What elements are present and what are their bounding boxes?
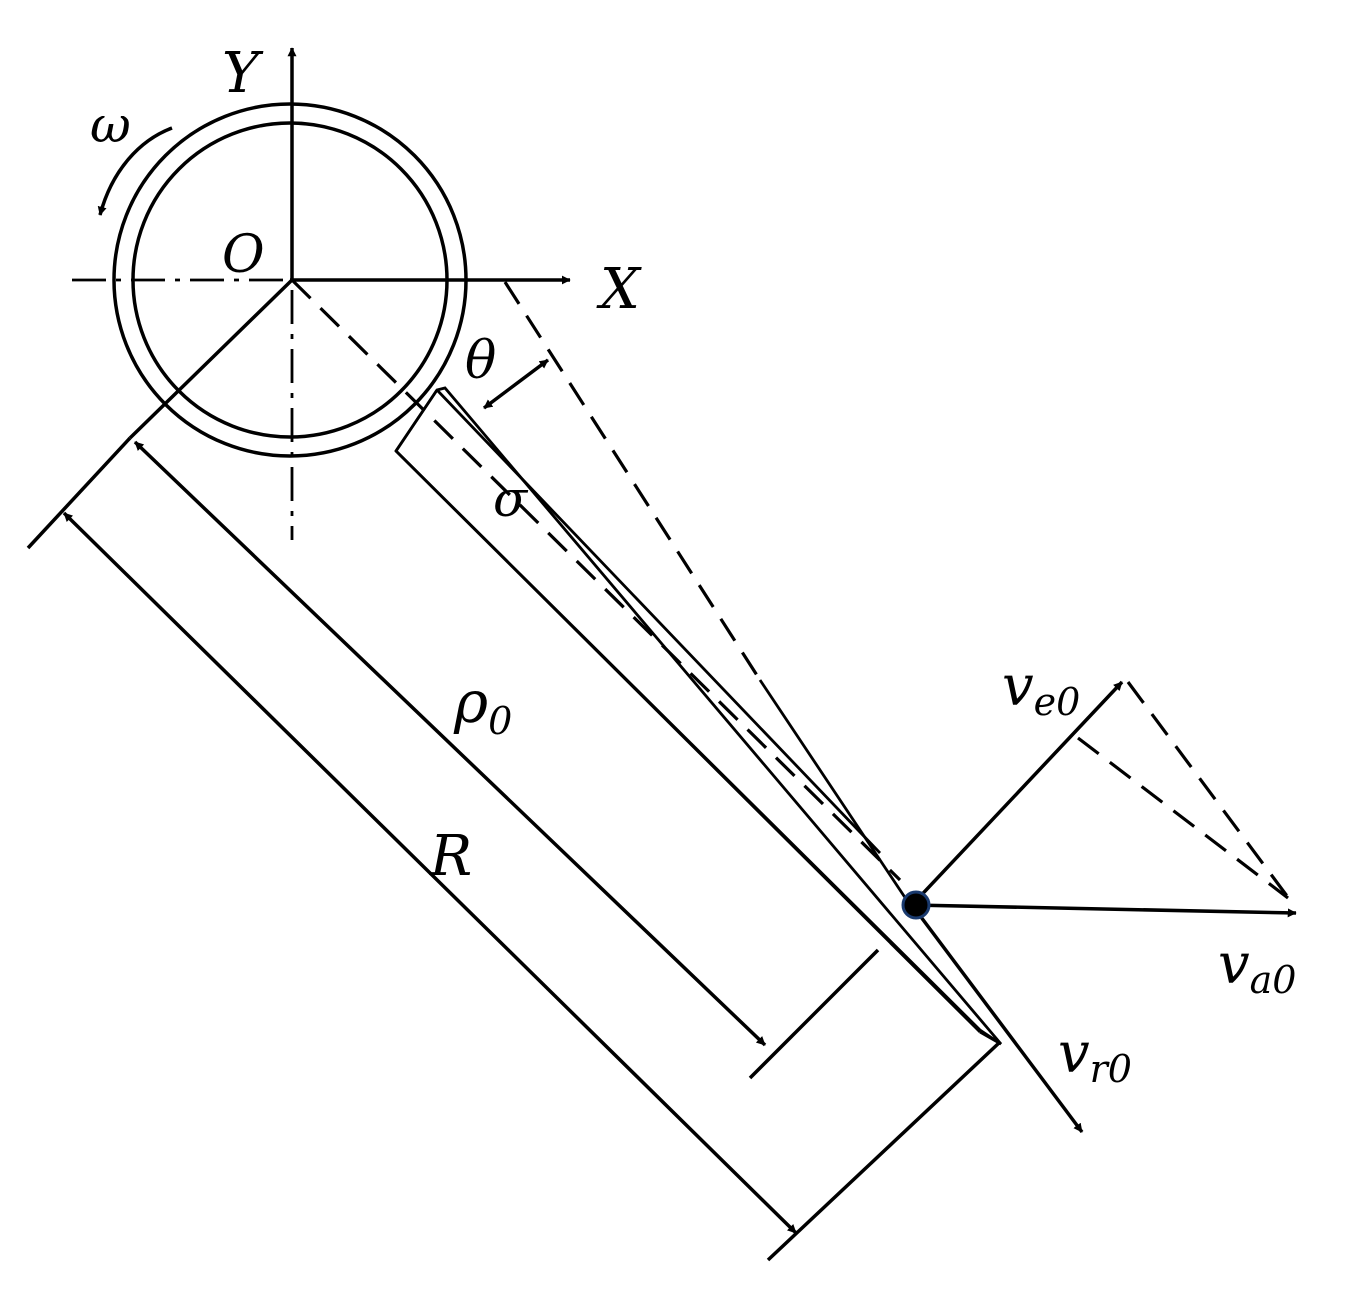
sigma-label: σ [493, 470, 529, 528]
tube-side-upper [435, 389, 882, 854]
offset-reference-dashed [503, 281, 762, 681]
arm-line-rho-start [128, 278, 294, 440]
ve0-vector [910, 680, 1124, 907]
parallelogram-dashed-2 [1077, 736, 1289, 900]
ve0-label: ve0 [1002, 654, 1080, 724]
y-axis-label: Y [222, 41, 264, 106]
r-extension-line [766, 1040, 1002, 1262]
tube-axis-dashed [290, 278, 902, 882]
origin-label: O [222, 225, 265, 285]
offset-reference-solid [758, 679, 912, 906]
arm-line-r-start [26, 436, 132, 550]
vr0-vector [910, 903, 1084, 1134]
x-axis-label: X [596, 257, 642, 322]
parallelogram-dashed-1 [1126, 681, 1292, 901]
tube-side-lower [395, 450, 981, 1033]
rotation-arrow [97, 126, 173, 216]
rho-label: ρ0 [453, 668, 512, 743]
tube-end-inner [394, 389, 439, 452]
rho-extension-line [748, 948, 880, 1080]
va0-label: va0 [1218, 932, 1296, 1002]
r-dimension-arrow [62, 511, 798, 1235]
particle [901, 890, 931, 920]
rho-dimension-arrow [133, 440, 767, 1047]
theta-dimension-arrow [482, 358, 550, 410]
theta-label: θ [465, 331, 496, 391]
r-label: R [429, 824, 472, 889]
va0-vector [911, 903, 1297, 918]
omega-label: ω [90, 96, 131, 154]
vr0-label: vr0 [1058, 1021, 1132, 1091]
